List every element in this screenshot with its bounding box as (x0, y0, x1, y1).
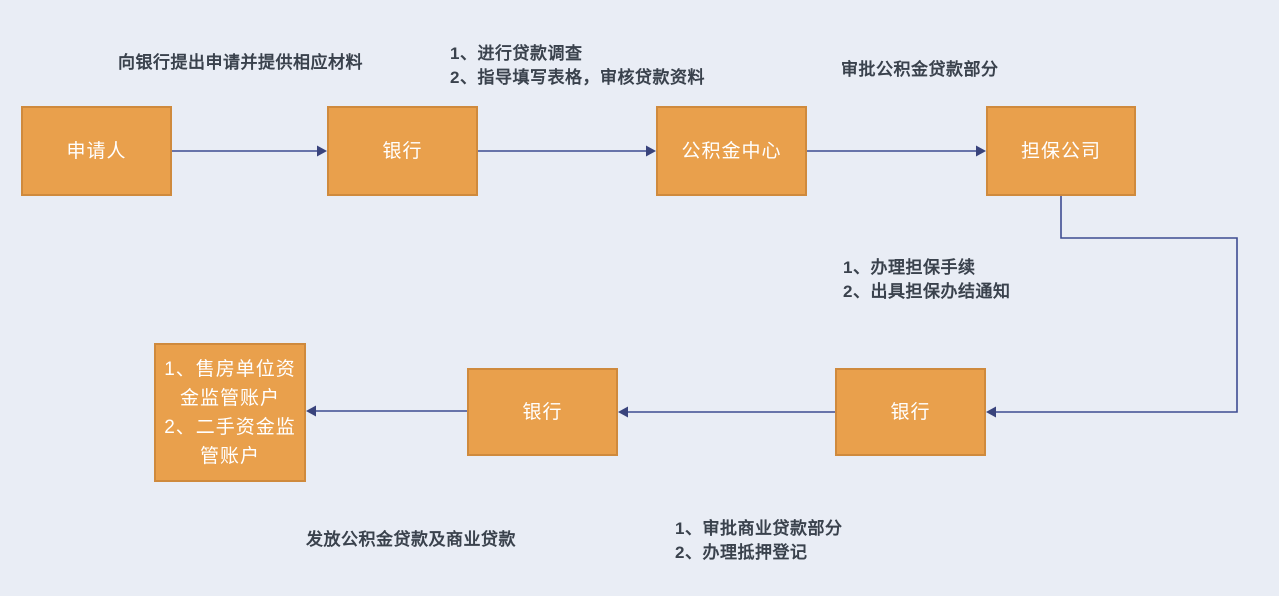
edge-label-line: 发放公积金贷款及商业贷款 (306, 530, 516, 549)
edge-label-line: 向银行提出申请并提供相应材料 (118, 53, 363, 72)
node-label-line: 1、售房单位资 (164, 358, 296, 380)
edge-label-line: 1、审批商业贷款部分 (675, 519, 843, 538)
edge-label-apply-to-bank: 向银行提出申请并提供相应材料 (118, 51, 363, 75)
node-label-line: 金监管账户 (179, 387, 280, 409)
edge-label-line: 1、办理担保手续 (843, 258, 976, 277)
flow-node-guarantee-company: 担保公司 (986, 106, 1136, 196)
edge-label-issue-loans: 发放公积金贷款及商业贷款 (306, 528, 516, 552)
flow-node-bank-top: 银行 (327, 106, 478, 196)
edge-label-line: 2、指导填写表格，审核贷款资料 (450, 68, 705, 87)
edge-label-line: 2、办理抵押登记 (675, 543, 808, 562)
node-label-line: 管账户 (199, 445, 260, 467)
node-label: 申请人 (66, 140, 127, 162)
arrowhead-bank-to-fund-center (646, 145, 656, 157)
arrowhead-fund-center-to-guarantee (976, 145, 986, 157)
edge-label-commercial-steps: 1、审批商业贷款部分 2、办理抵押登记 (675, 517, 842, 565)
flow-node-applicant: 申请人 (21, 106, 172, 196)
arrowhead-guarantee-to-bank (986, 406, 996, 418)
node-label: 公积金中心 (681, 140, 782, 162)
flow-node-supervision-accounts: 1、售房单位资 金监管账户 2、二手资金监 管账户 (154, 343, 306, 482)
node-label: 担保公司 (1020, 140, 1101, 162)
flow-node-fund-center: 公积金中心 (656, 106, 807, 196)
arrowhead-applicant-to-bank (317, 145, 327, 157)
flow-node-bank-bottom-right: 银行 (835, 368, 986, 456)
arrowhead-bank-to-bank (618, 406, 628, 418)
edge-guarantee-to-bank (996, 196, 1238, 413)
node-label-line: 2、二手资金监 (164, 416, 296, 438)
node-label: 银行 (382, 140, 423, 162)
flow-node-bank-bottom-middle: 银行 (467, 368, 618, 456)
edge-label-guarantee-steps: 1、办理担保手续 2、出具担保办结通知 (843, 256, 1010, 304)
edge-label-line: 审批公积金贷款部分 (841, 60, 999, 79)
edge-label-approve-fund-part: 审批公积金贷款部分 (841, 58, 999, 82)
node-label: 银行 (890, 401, 931, 423)
arrowhead-bank-to-accounts (306, 405, 316, 417)
edge-label-bank-duties: 1、进行贷款调查 2、指导填写表格，审核贷款资料 (450, 42, 705, 90)
edge-label-line: 2、出具担保办结通知 (843, 282, 1011, 301)
node-label: 银行 (522, 401, 563, 423)
edge-label-line: 1、进行贷款调查 (450, 44, 583, 63)
